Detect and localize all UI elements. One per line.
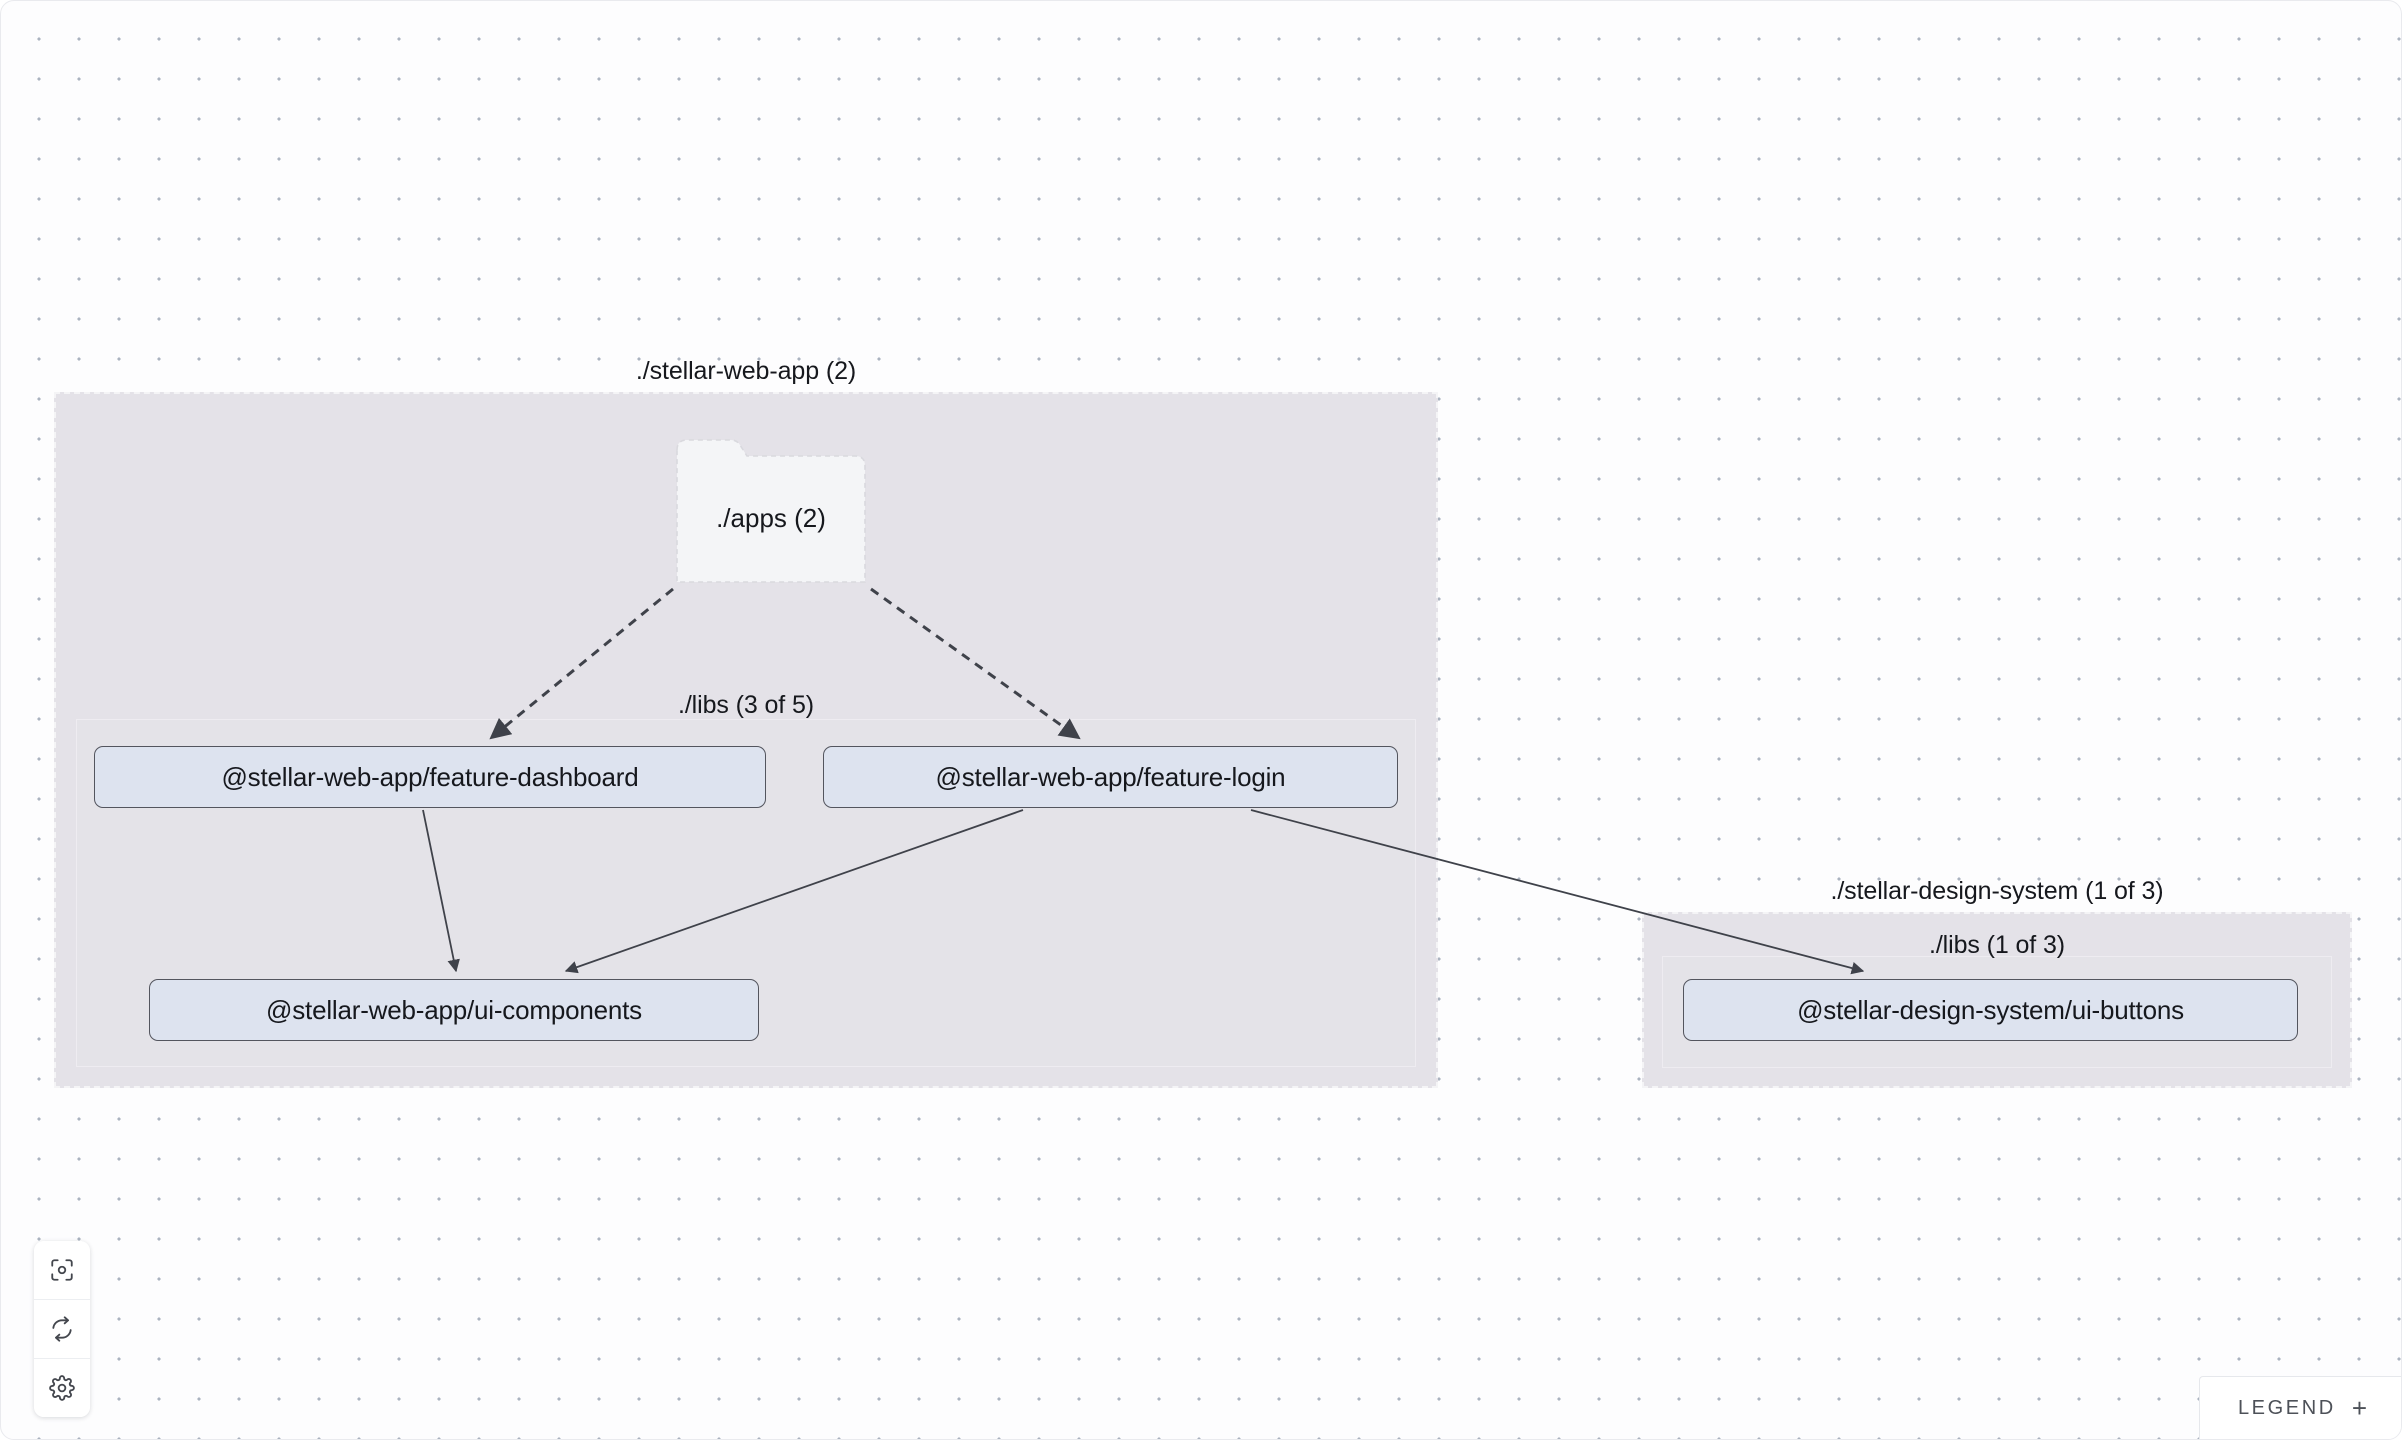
folder-node-label: ./apps (2) [716,502,826,533]
plus-icon: + [2351,1393,2367,1423]
folder-node-apps[interactable]: ./apps (2) [671,436,871,586]
node-label: @stellar-web-app/ui-components [266,994,642,1025]
node-label: @stellar-web-app/feature-dashboard [221,761,639,792]
node-label: @stellar-design-system/ui-buttons [1797,994,2184,1025]
canvas-toolbar[interactable] [34,1241,90,1417]
node-feature-dashboard[interactable]: @stellar-web-app/feature-dashboard [94,746,766,808]
legend-toggle[interactable]: LEGEND + [2198,1376,2401,1439]
node-label: @stellar-web-app/feature-login [935,761,1286,792]
refresh-icon [49,1316,75,1342]
node-ui-components[interactable]: @stellar-web-app/ui-components [149,979,759,1041]
gear-icon [49,1375,75,1401]
node-feature-login[interactable]: @stellar-web-app/feature-login [823,746,1398,808]
settings-button[interactable] [34,1359,90,1417]
legend-label: LEGEND [2237,1396,2336,1419]
refresh-button[interactable] [34,1300,90,1359]
group-label-web-app-libs: ./libs (3 of 5) [677,691,815,719]
focus-graph-button[interactable] [34,1241,90,1300]
folder-icon [676,439,866,583]
group-design-system-libs[interactable] [1662,956,2332,1068]
node-ui-buttons[interactable]: @stellar-design-system/ui-buttons [1683,979,2298,1041]
group-label-stellar-web-app: ./stellar-web-app (2) [635,357,857,385]
group-label-stellar-design-system: ./stellar-design-system (1 of 3) [1830,877,2164,905]
group-label-design-system-libs: ./libs (1 of 3) [1928,931,2066,959]
focus-target-icon [49,1257,75,1283]
